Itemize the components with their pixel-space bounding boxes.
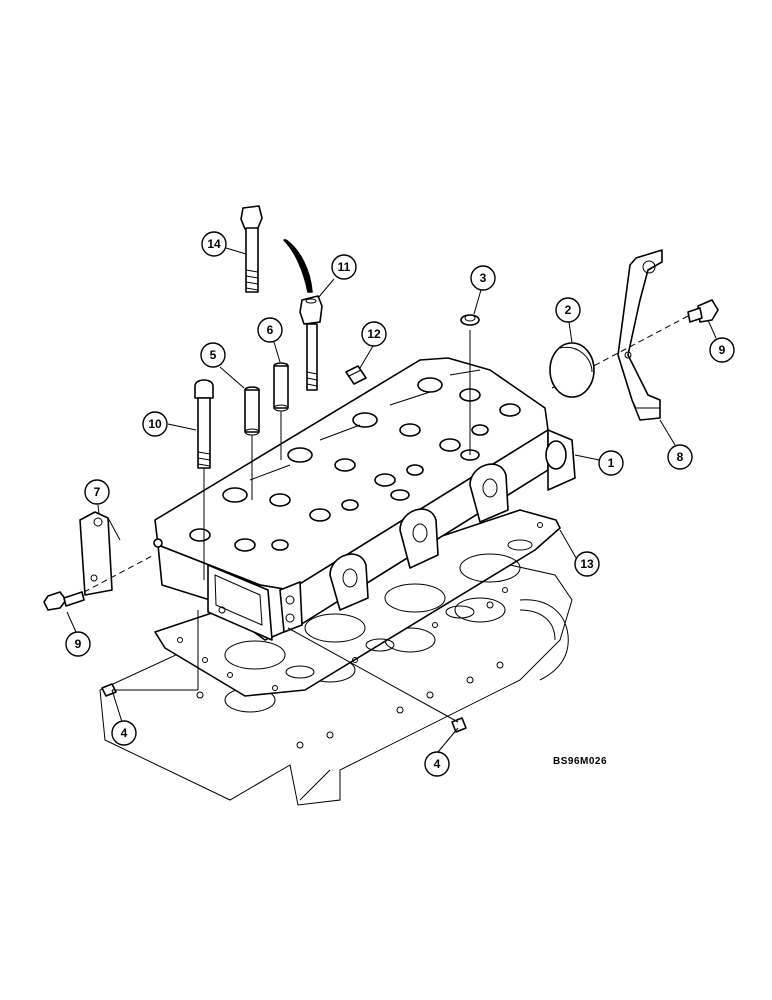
callout-4-left-label: 4 [121,726,128,740]
callout-6-label: 6 [267,323,274,337]
expansion-plug [549,342,595,398]
callout-6: 6 [257,317,283,343]
deck-holes [189,377,521,552]
lifting-bracket-front [79,511,121,596]
dowel-right [451,717,467,733]
pointer-arrow [283,239,313,293]
head-bolt-14 [240,205,263,293]
callout-4-right-label: 4 [434,757,441,771]
callout-4-right: 4 [424,751,450,777]
plug-12 [345,365,367,385]
callout-10: 10 [142,411,168,437]
callout-3: 3 [470,265,496,291]
callout-2: 2 [555,297,581,323]
callout-9-left: 9 [65,631,91,657]
callout-12-label: 12 [367,327,381,341]
head-bolt-10 [194,379,214,469]
callout-11-label: 11 [338,260,351,274]
callout-9-left-label: 9 [75,637,82,651]
callout-14: 14 [201,231,227,257]
reference-code: BS96M026 [553,756,607,767]
callout-1: 1 [598,450,624,476]
callout-13-label: 13 [580,557,594,571]
callout-5: 5 [200,342,226,368]
callout-10-label: 10 [148,417,162,431]
callout-13: 13 [574,551,600,577]
engine-block [99,564,573,806]
callout-8-label: 8 [677,450,684,464]
callout-8: 8 [667,444,693,470]
dowel-right-leader [287,627,459,723]
head-bolt-11 [299,295,323,391]
callout-7-label: 7 [94,485,101,499]
callout-12: 12 [361,321,387,347]
callout-9-right-label: 9 [719,343,726,357]
bolt-axis-left [83,555,153,593]
callout-5-label: 5 [210,348,217,362]
callout-1-label: 1 [608,456,615,470]
callout-3-label: 3 [480,271,487,285]
bracket-bolt-left [43,591,85,611]
bolt-axis-right [551,315,689,389]
callout-14-label: 14 [207,237,221,251]
callout-9-right: 9 [709,337,735,363]
callout-11: 11 [331,254,357,280]
cylinder-head [153,357,576,641]
callout-2-label: 2 [565,303,572,317]
valve-guide-6 [273,362,289,412]
lifting-bracket-rear [617,249,663,421]
bracket-bolt-right [687,299,719,323]
callout-7: 7 [84,479,110,505]
valve-seat-ring [460,314,480,326]
valve-guide-5 [244,386,260,436]
callout-4-left: 4 [111,720,137,746]
